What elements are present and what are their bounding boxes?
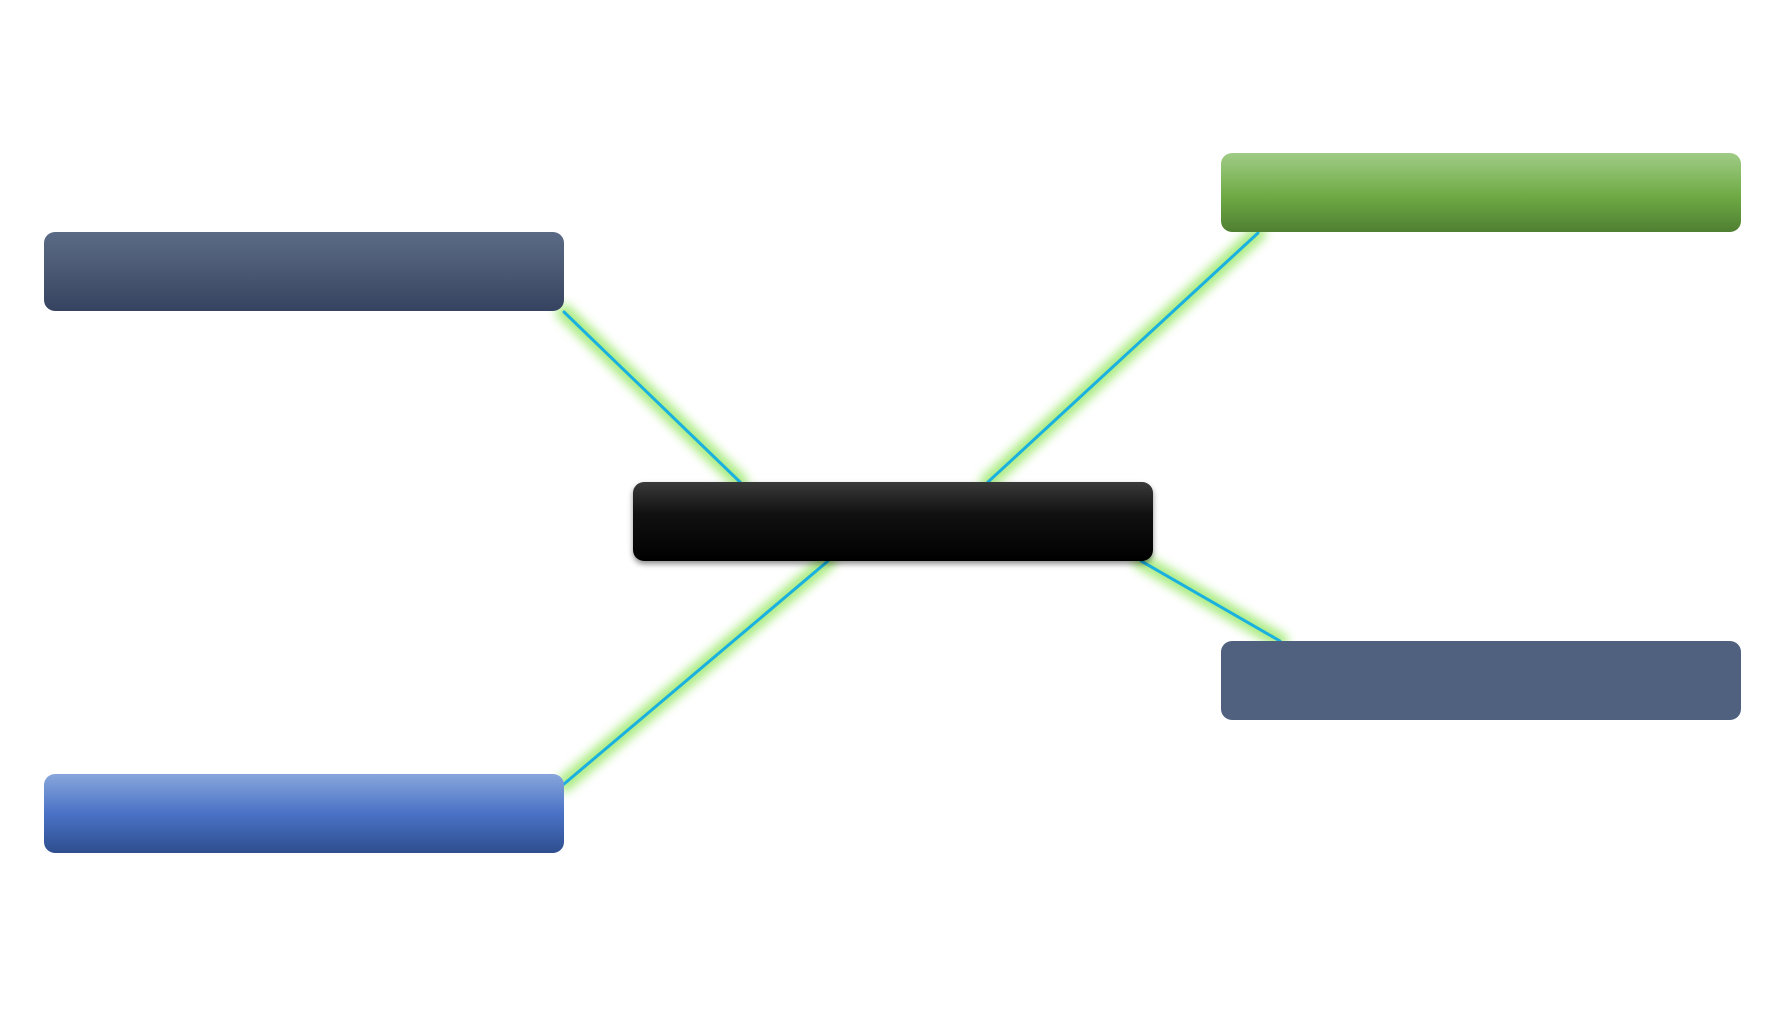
branch-node-top-right[interactable] bbox=[1221, 153, 1741, 232]
central-node[interactable] bbox=[633, 482, 1153, 561]
connector-bottom-right bbox=[1139, 559, 1282, 643]
connector-top-left bbox=[562, 310, 742, 484]
branch-node-bottom-left[interactable] bbox=[44, 774, 564, 853]
connector-bottom-left bbox=[562, 559, 830, 786]
branch-node-top-left[interactable] bbox=[44, 232, 564, 311]
branch-node-bottom-right[interactable] bbox=[1221, 641, 1741, 720]
connector-line-group bbox=[562, 231, 1282, 786]
connector-top-right bbox=[986, 231, 1260, 484]
